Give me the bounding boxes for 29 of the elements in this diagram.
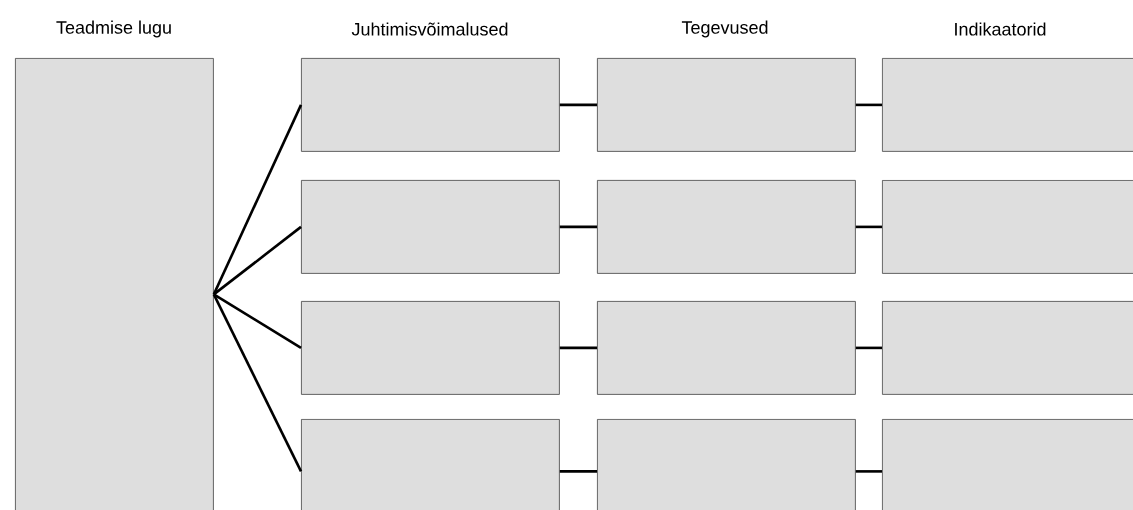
empty-box: [882, 301, 1133, 395]
connector-line: [213, 293, 302, 349]
column-heading: Teadmise lugu: [56, 20, 171, 38]
connector-line: [213, 225, 302, 296]
empty-box: [882, 419, 1133, 510]
empty-box: [301, 301, 560, 395]
empty-box: [15, 58, 214, 510]
empty-box: [301, 419, 560, 510]
empty-box: [301, 180, 560, 274]
connector-line: [559, 346, 597, 350]
connector-line: [855, 470, 882, 473]
empty-box: [597, 301, 856, 395]
empty-box: [597, 180, 856, 274]
connector-line: [559, 225, 597, 229]
connector-line: [855, 225, 882, 229]
column-heading: Indikaatorid: [955, 22, 1046, 36]
empty-box: [882, 180, 1133, 274]
empty-box: [597, 58, 856, 152]
connector-line: [212, 104, 303, 295]
connector-line: [855, 346, 882, 350]
connector-line: [559, 470, 597, 473]
empty-box: [597, 419, 856, 510]
empty-box: [301, 58, 560, 152]
connector-line: [559, 103, 597, 107]
connector-line: [212, 293, 303, 472]
column-heading: Tegevused: [681, 20, 768, 38]
connector-line: [855, 103, 882, 107]
empty-box: [882, 58, 1133, 152]
column-heading: Juhtimisvõimalused: [351, 22, 508, 36]
